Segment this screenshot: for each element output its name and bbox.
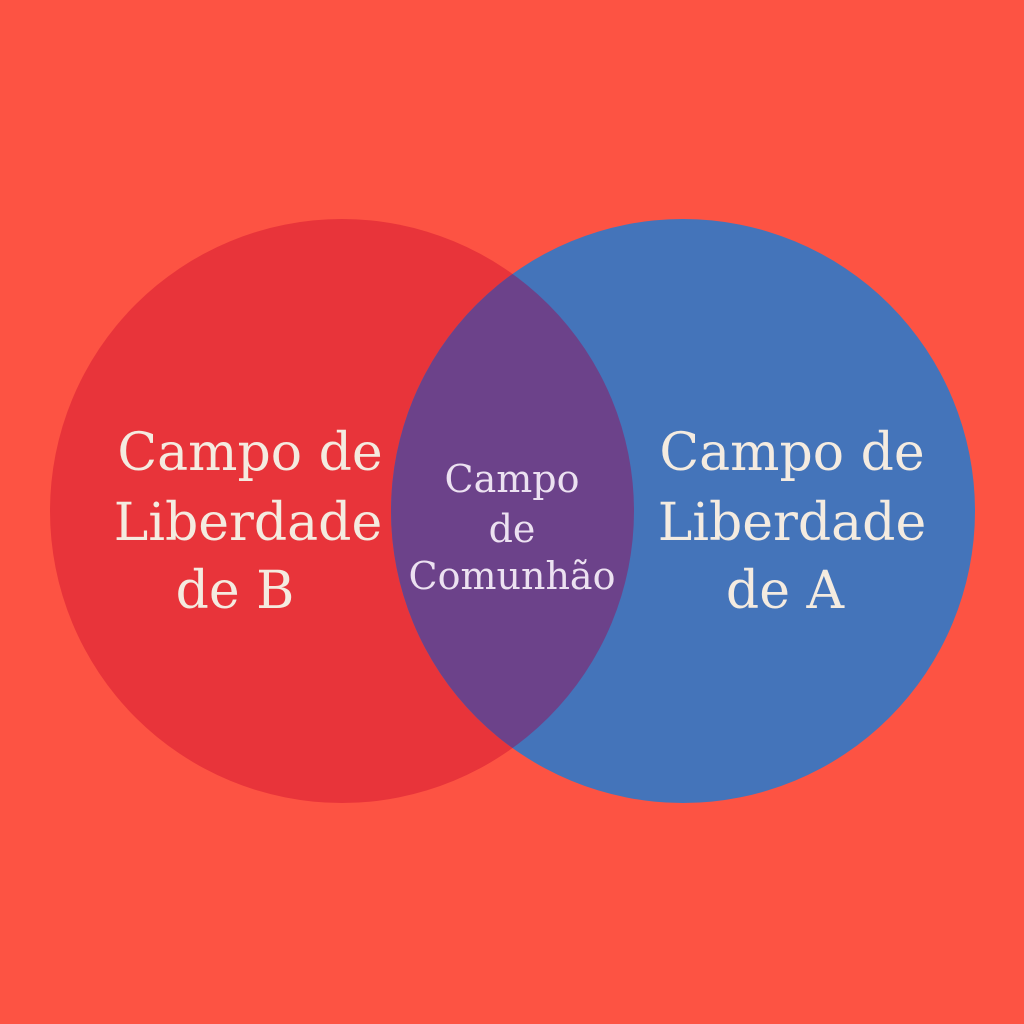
overlap-communion xyxy=(391,219,634,803)
label-freedom-b-line-1: Campo de xyxy=(117,423,382,483)
label-freedom-a-line-1: Campo de xyxy=(659,423,924,483)
label-communion-line-3: Comunhão xyxy=(409,554,616,598)
label-freedom-b-line-3: de B xyxy=(176,561,295,621)
label-communion-line-1: Campo xyxy=(445,457,580,501)
label-communion-line-2: de xyxy=(489,507,536,551)
label-freedom-a-line-2: Liberdade xyxy=(658,493,926,553)
label-freedom-b-line-2: Liberdade xyxy=(114,493,382,553)
label-freedom-a: Campo de Liberdade de A xyxy=(658,423,926,621)
label-freedom-a-line-3: de A xyxy=(726,561,846,621)
label-freedom-b: Campo de Liberdade de B xyxy=(114,423,383,621)
label-communion: Campo de Comunhão xyxy=(409,457,616,598)
